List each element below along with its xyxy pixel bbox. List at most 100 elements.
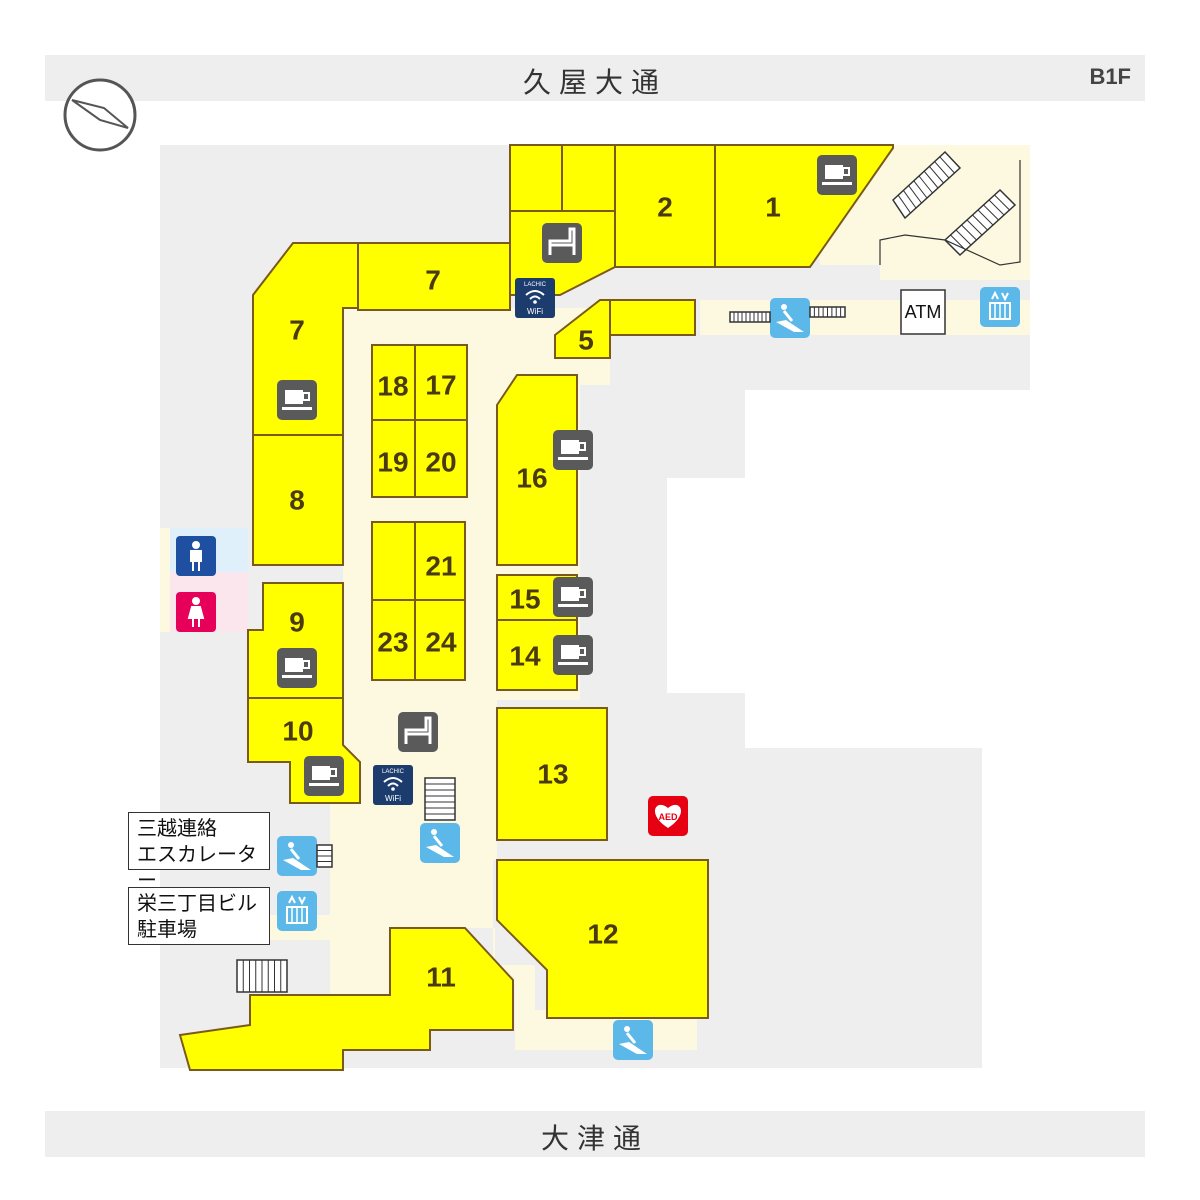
shop-number-label: 2 [657, 192, 673, 223]
shop-number-label: 9 [289, 607, 305, 638]
shop-area[interactable] [554, 299, 611, 359]
shop-17[interactable]: 17 [414, 344, 468, 421]
elevator-icon [980, 287, 1020, 327]
escalator-icon [613, 1020, 653, 1060]
north-street-name: 久屋大通 [522, 66, 667, 99]
shop-12[interactable]: 12 [496, 859, 709, 1019]
elevator-icon [277, 891, 317, 931]
stairs-icon [809, 306, 846, 318]
south-street-name: 大津通 [540, 1122, 649, 1155]
shop-number-label: 19 [377, 447, 408, 478]
cafe-icon [553, 577, 593, 617]
shop-unit-unlabeled[interactable] [561, 144, 616, 212]
shop-number-label: 11 [426, 962, 456, 993]
cafe-icon [553, 635, 593, 675]
seat-icon [398, 712, 438, 752]
cafe-icon [817, 155, 857, 195]
shop-number-label: 17 [425, 370, 456, 401]
wifi-brand-text: LACHIC [524, 282, 547, 288]
shop-area[interactable] [496, 374, 578, 566]
shop-unit-unlabeled[interactable] [609, 299, 696, 336]
shop-number-label: 24 [425, 627, 457, 658]
shop-number-label: 14 [509, 641, 541, 672]
shop-area[interactable] [496, 859, 709, 1019]
shop-24[interactable]: 24 [414, 599, 466, 681]
shop-7[interactable]: 7 [357, 242, 511, 311]
shop-9[interactable]: 9 [247, 582, 344, 699]
shop-area[interactable] [252, 434, 344, 566]
shop-number-label: 5 [578, 325, 594, 356]
floor-label: B1F [1089, 64, 1131, 89]
shop-21[interactable]: 21 [414, 521, 466, 601]
shop-unit-unlabeled[interactable] [509, 144, 563, 212]
shop-number-label: 18 [377, 371, 408, 402]
wifi-icon: LACHIC WiFi [373, 765, 413, 805]
shop-area[interactable] [614, 144, 716, 268]
escalator-icon [770, 298, 810, 338]
mitsukoshi-label-line2: エスカレーター [137, 842, 257, 892]
shop-20[interactable]: 20 [414, 419, 468, 498]
aed-text: AED [658, 812, 678, 822]
shop-18[interactable]: 18 [371, 344, 416, 421]
escalator-icon [277, 836, 317, 876]
womens-restroom-icon [176, 592, 216, 632]
escalator-icon [420, 823, 460, 863]
seat-icon [542, 223, 582, 263]
mitsukoshi-label-line1: 三越連絡 [137, 816, 217, 840]
shop-area[interactable] [414, 419, 468, 498]
compass-icon [63, 78, 137, 152]
shop-number-label: 13 [537, 759, 568, 790]
shop-number-label: 15 [509, 584, 540, 615]
shop-number-label: 12 [587, 919, 618, 950]
shop-area[interactable] [496, 707, 608, 841]
wifi-icon: LACHIC WiFi [515, 278, 555, 318]
cafe-icon [277, 648, 317, 688]
wifi-label-text: WiFi [385, 794, 401, 803]
shop-number-label: 20 [425, 447, 456, 478]
shop-number-label: 21 [425, 551, 456, 582]
shop-unit-unlabeled[interactable] [371, 521, 416, 601]
shop-2[interactable]: 2 [614, 144, 716, 268]
stairs-icon [236, 959, 288, 993]
aed-icon: AED [648, 796, 688, 836]
shop-area[interactable] [414, 599, 466, 681]
shop-area[interactable] [178, 927, 514, 1071]
shop-area[interactable] [357, 242, 511, 311]
stairs-icon [424, 777, 456, 821]
cafe-icon [553, 430, 593, 470]
cafe-icon [277, 380, 317, 420]
shop-11[interactable]: 11 [178, 927, 514, 1071]
stairs-icon [316, 844, 333, 868]
wifi-brand-text: LACHIC [382, 769, 405, 775]
shop-number-label: 23 [377, 627, 408, 658]
shop-number-label: 7 [289, 315, 305, 346]
north-street-bar: 久屋大通 B1F [45, 55, 1145, 101]
parking-label-line1: 栄三丁目ビル [137, 891, 257, 915]
parking-label-line2: 駐車場 [137, 917, 197, 941]
restroom-entry [160, 528, 170, 632]
mens-restroom-icon [176, 536, 216, 576]
shop-number-label: 7 [425, 265, 441, 296]
atm-icon: ATM [900, 289, 946, 335]
parking-label: 栄三丁目ビル 駐車場 [128, 887, 270, 945]
atm-text: ATM [905, 302, 942, 322]
staircase-icon [879, 150, 1021, 266]
shop-19[interactable]: 19 [371, 419, 416, 498]
shop-8[interactable]: 8 [252, 434, 344, 566]
shop-23[interactable]: 23 [371, 599, 416, 681]
shop-13[interactable]: 13 [496, 707, 608, 841]
shop-16[interactable]: 16 [496, 374, 578, 566]
shop-number-label: 8 [289, 485, 305, 516]
mitsukoshi-escalator-label: 三越連絡 エスカレーター [128, 812, 270, 892]
wifi-label-text: WiFi [527, 307, 543, 316]
cafe-icon [304, 756, 344, 796]
shop-number-label: 10 [282, 716, 313, 747]
shop-number-label: 16 [516, 463, 547, 494]
shop-5[interactable]: 5 [554, 299, 611, 359]
stairs-icon [729, 311, 771, 323]
shop-number-label: 1 [765, 192, 781, 223]
south-street-bar: 大津通 [45, 1111, 1145, 1157]
